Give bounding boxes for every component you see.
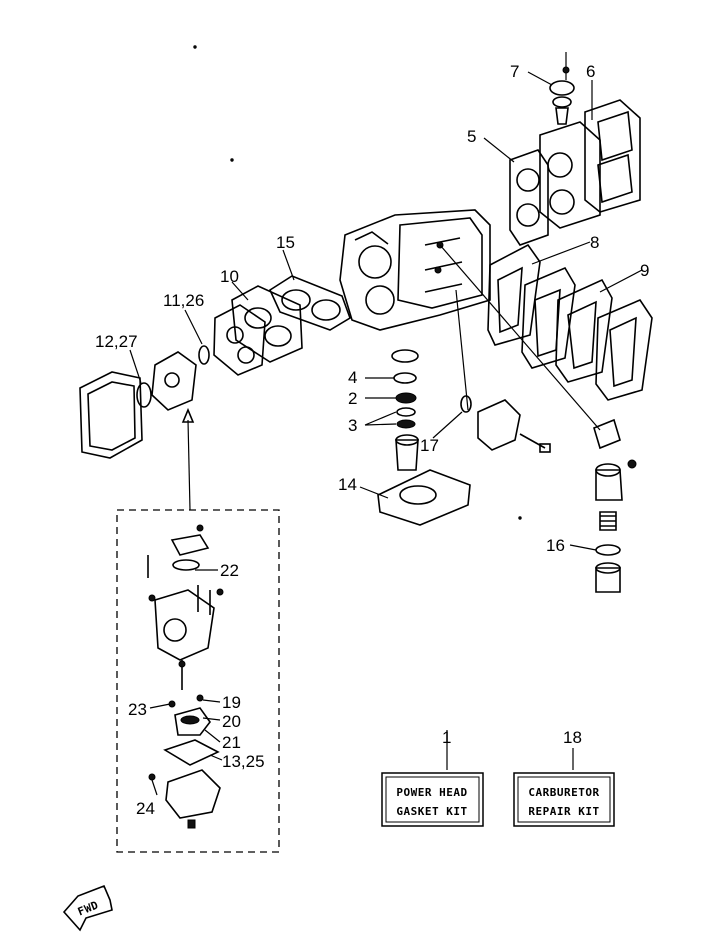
callout-labels: 7 6 5 8 9 15 10 11,26 12,27 4 2 3 17 14 …	[95, 62, 649, 818]
center-seal-group	[377, 349, 551, 526]
callout-1: 1	[442, 728, 451, 747]
callout-2: 2	[348, 389, 357, 408]
callout-4: 4	[348, 368, 357, 387]
callout-5: 5	[467, 127, 476, 146]
callout-7: 7	[510, 62, 519, 81]
callout-6: 6	[586, 62, 595, 81]
callout-17: 17	[420, 436, 439, 455]
leader-lines	[129, 71, 643, 796]
callout-12-27: 12,27	[95, 332, 138, 351]
callout-23: 23	[128, 700, 147, 719]
carburetor-repair-kit-box: CARBURETOR REPAIR KIT	[513, 772, 615, 827]
callout-16: 16	[546, 536, 565, 555]
carburetor-kit-box	[116, 407, 280, 853]
callout-21: 21	[222, 733, 241, 752]
callout-24: 24	[136, 799, 155, 818]
callout-9: 9	[640, 261, 649, 280]
callout-8: 8	[590, 233, 599, 252]
callout-3: 3	[348, 416, 357, 435]
right-lower-group	[439, 244, 637, 593]
callout-15: 15	[276, 233, 295, 252]
power-head-kit-line2: GASKET KIT	[396, 805, 467, 818]
callout-20: 20	[222, 712, 241, 731]
callout-13-25: 13,25	[222, 752, 265, 771]
power-head-gasket-kit-box: POWER HEAD GASKET KIT	[381, 772, 484, 827]
callout-19: 19	[222, 693, 241, 712]
callout-10: 10	[220, 267, 239, 286]
fwd-arrow-icon: FWD	[62, 884, 113, 932]
callout-14: 14	[338, 475, 357, 494]
power-head-kit-line1: POWER HEAD	[396, 786, 467, 799]
carburetor-kit-line1: CARBURETOR	[528, 786, 599, 799]
cylinder-head-cover-assembly	[509, 52, 641, 246]
cylinder-block	[339, 209, 491, 331]
callout-11-26: 11,26	[163, 291, 204, 310]
callout-18: 18	[563, 728, 582, 747]
callout-22: 22	[220, 561, 239, 580]
intake-group	[79, 275, 351, 459]
carburetor-kit-line2: REPAIR KIT	[528, 805, 599, 818]
gasket-8-9-group	[487, 243, 653, 401]
